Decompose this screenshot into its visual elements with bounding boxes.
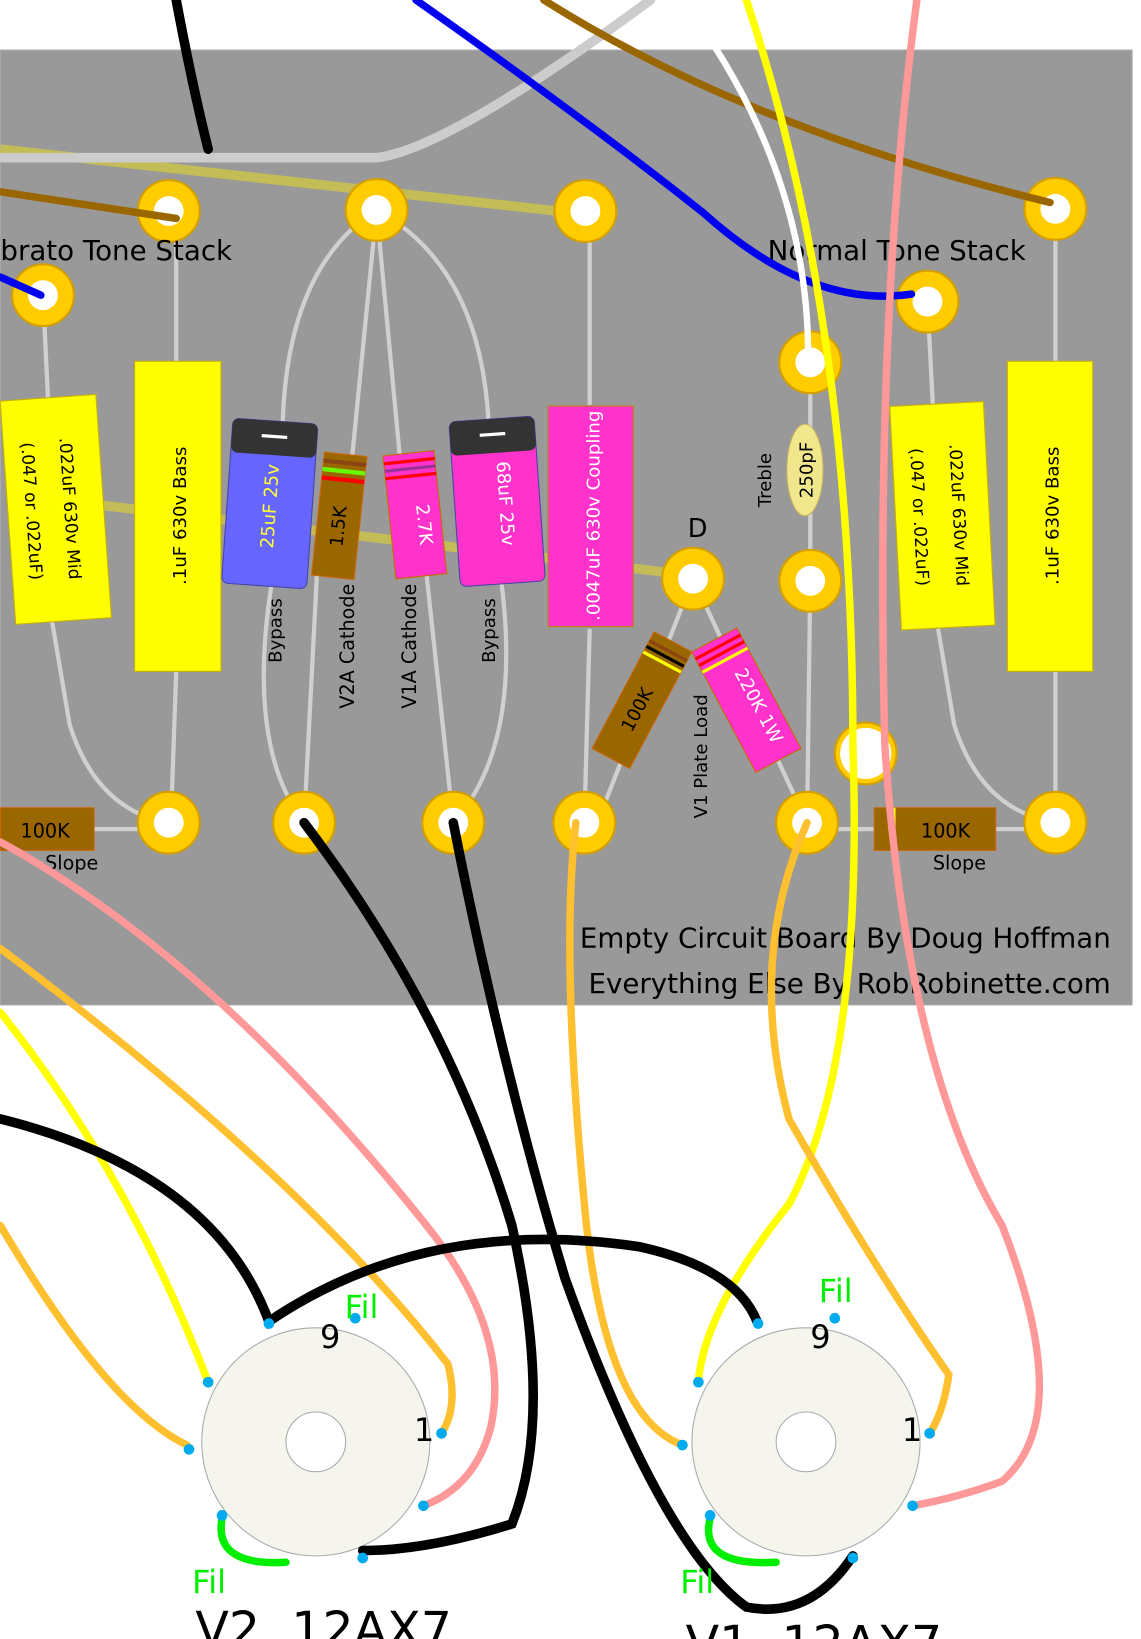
bypass-label-2: Bypass bbox=[479, 598, 500, 663]
bypass-cap-68uf: 68uF 25v bbox=[448, 415, 546, 587]
v1-pin1-label: 1 bbox=[902, 1411, 922, 1449]
v2-tube-name: V2 12AX7 bbox=[195, 1600, 452, 1639]
v1-pin9-label: 9 bbox=[810, 1318, 830, 1356]
slope-res-right-value: 100K bbox=[921, 820, 971, 843]
tube-v2 bbox=[201, 1327, 431, 1557]
slope-label-left: Slope bbox=[45, 852, 98, 875]
treble-label: Treble bbox=[755, 453, 776, 508]
vib-bass-cap: .1uF 630v Bass bbox=[134, 360, 222, 672]
plate-resistor-100k: 100K bbox=[591, 631, 693, 770]
v2a-cathode-label: V2A Cathode bbox=[336, 584, 359, 709]
vibrato-tone-stack-label: brato Tone Stack bbox=[0, 234, 232, 267]
slope-label-right: Slope bbox=[933, 852, 986, 875]
vib-bass-cap-label: .1uF 630v Bass bbox=[170, 447, 191, 585]
v1a-cathode-label: V1A Cathode bbox=[398, 584, 421, 709]
tube-pin-dots bbox=[183, 1312, 935, 1564]
v2a-cathode-resistor: 1.5K bbox=[311, 451, 368, 581]
norm-bass-cap-label: .1uF 630v Bass bbox=[1043, 447, 1064, 585]
norm-bass-cap: .1uF 630v Bass bbox=[1006, 360, 1094, 672]
v1-fil-bottom: Fil bbox=[680, 1563, 714, 1601]
v1-fil-top: Fil bbox=[819, 1272, 853, 1310]
coupling-cap: .0047uF 630v Coupling bbox=[547, 405, 634, 628]
v2-fil-top: Fil bbox=[345, 1288, 379, 1326]
vib-mid-cap: .022uF 630v Mid (.047 or .022uF) bbox=[0, 393, 112, 625]
v2-pin1-label: 1 bbox=[414, 1411, 434, 1449]
bypass-label-1: Bypass bbox=[266, 598, 287, 663]
v2-pin9-label: 9 bbox=[320, 1318, 340, 1356]
v1a-cathode-resistor: 2.7K bbox=[382, 449, 448, 580]
pad-label-d: D bbox=[688, 514, 708, 544]
slope-resistor-left: 100K bbox=[0, 807, 95, 851]
v2-fil-bottom: Fil bbox=[192, 1563, 226, 1601]
treble-cap bbox=[786, 423, 824, 517]
credit-board: Empty Circuit Board By Doug Hoffman bbox=[580, 921, 1111, 954]
coupling-cap-label: .0047uF 630v Coupling bbox=[583, 411, 604, 621]
plate-load-label: V1 Plate Load bbox=[691, 694, 712, 818]
turret-pads bbox=[11, 176, 1088, 855]
slope-res-left-value: 100K bbox=[21, 820, 71, 843]
res-1-5k-value: 1.5K bbox=[326, 504, 351, 548]
tube-v1 bbox=[691, 1327, 921, 1557]
res-2-7k-value: 2.7K bbox=[411, 503, 436, 547]
v1-tube-name: V1 12AX7 bbox=[686, 1614, 943, 1639]
treble-cap-value: 250pF bbox=[796, 442, 817, 498]
bypass-cap-25uf: — 25uF 25v bbox=[221, 418, 319, 589]
wiring bbox=[0, 0, 1054, 1614]
norm-mid-cap: .022uF 630v Mid (.047 or .022uF) bbox=[889, 401, 996, 631]
